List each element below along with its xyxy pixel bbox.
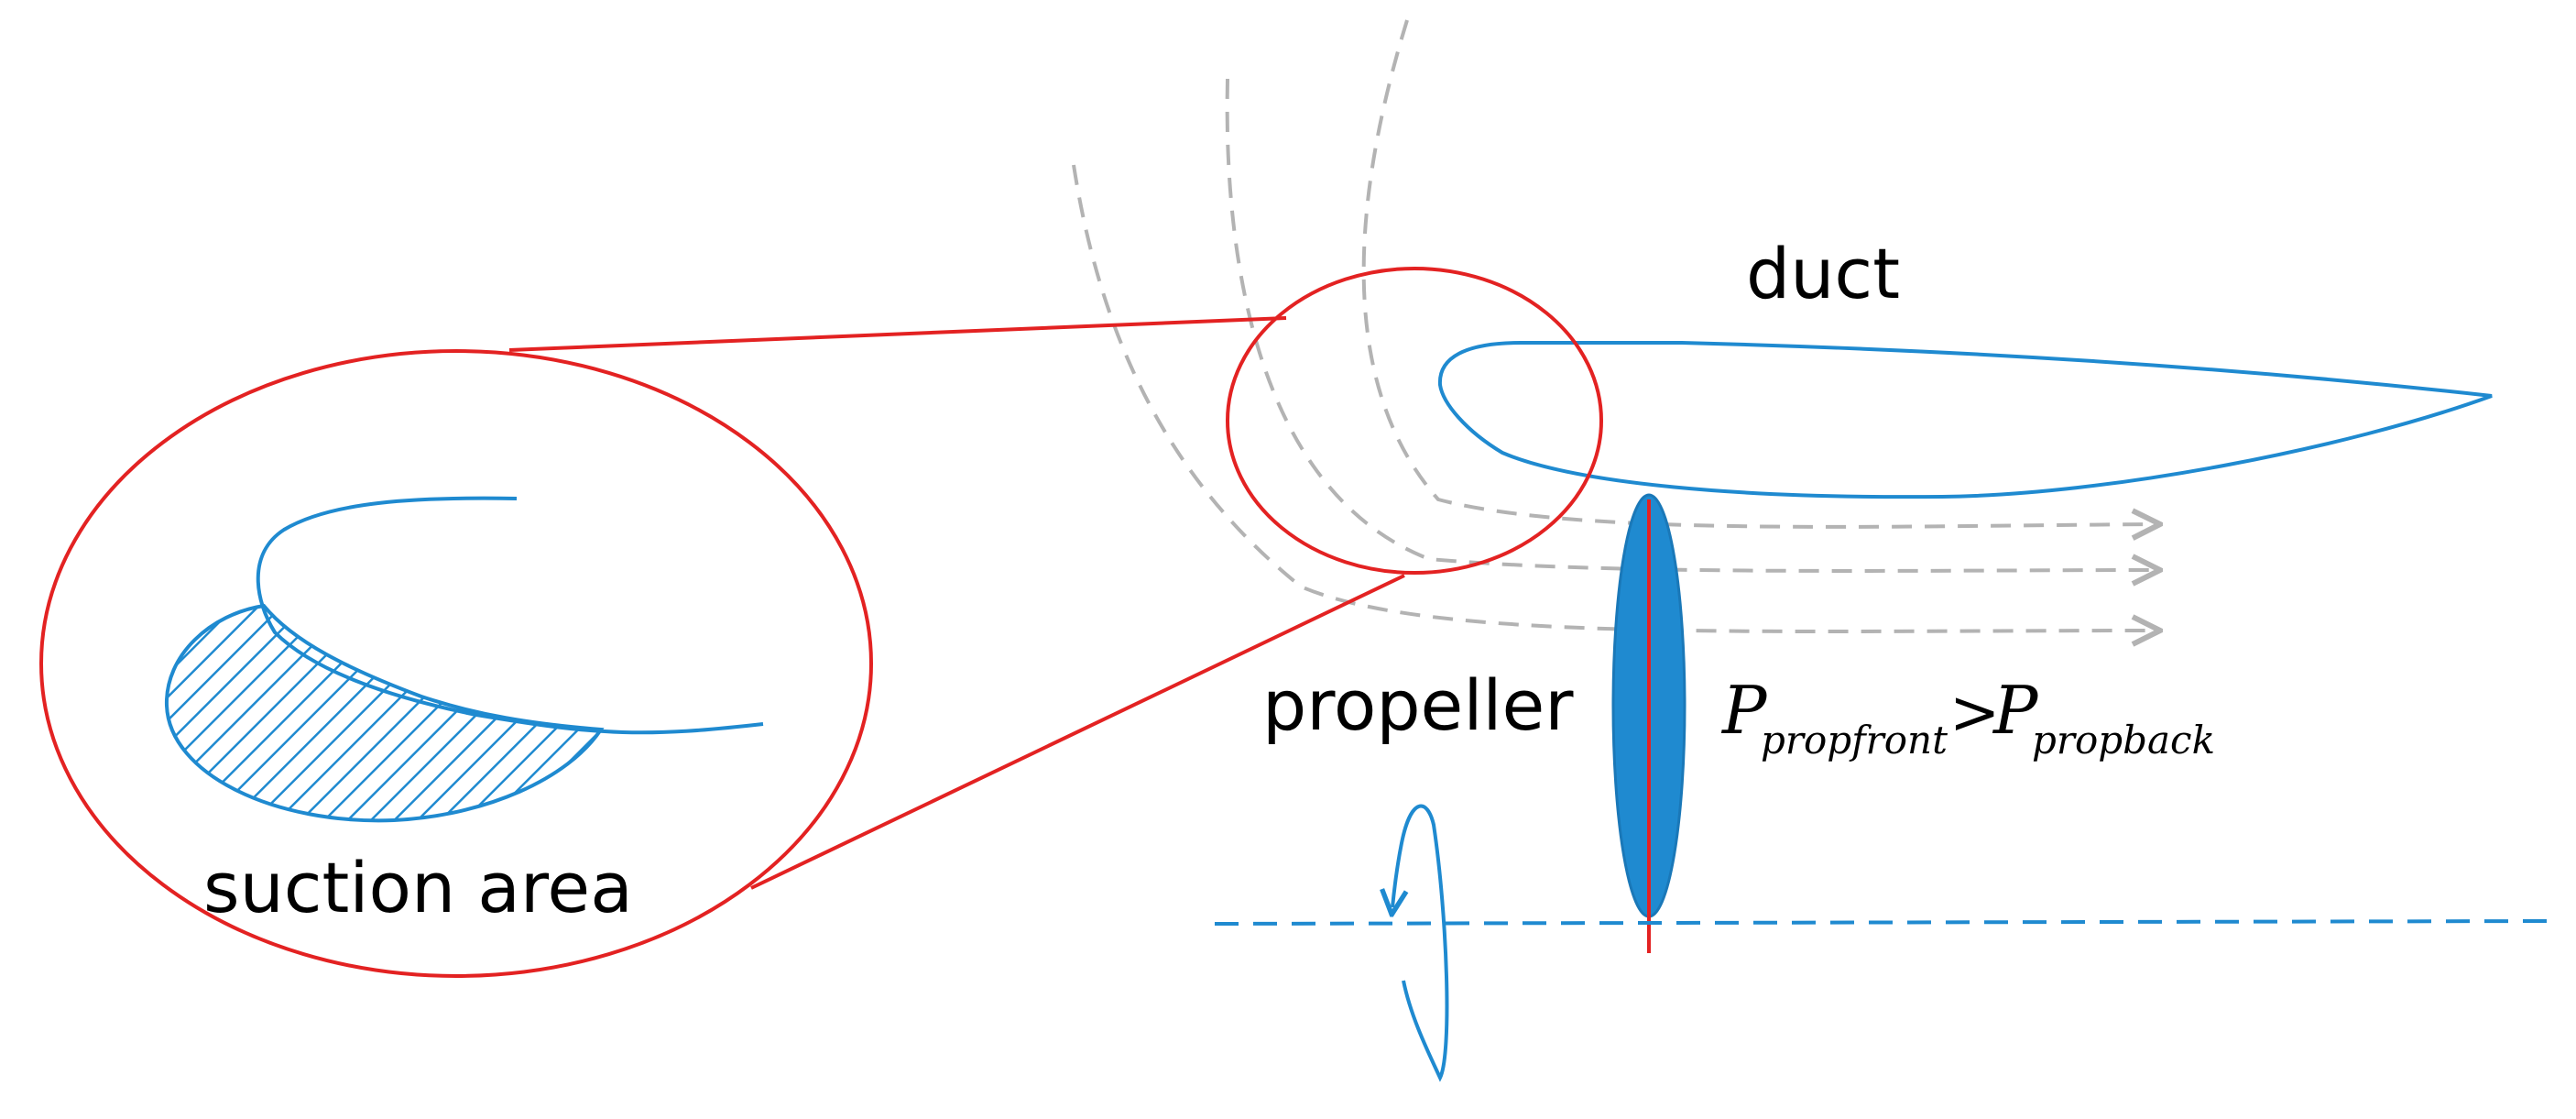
suction-area-hatch [164, 603, 605, 823]
zoom-detail-ellipse [39, 349, 873, 978]
streamline-middle [1225, 78, 2157, 571]
label-suction-area: suction area [203, 847, 633, 928]
callout-line-bottom [750, 574, 1405, 890]
duct-airfoil [1437, 341, 2493, 499]
callout-line-top [508, 316, 1287, 352]
streamline-outer [1072, 164, 2157, 631]
zoomed-airfoil-leading-edge [256, 496, 764, 735]
eq-left-symbol: P [1720, 672, 1768, 749]
eq-right-symbol: P [1992, 672, 2039, 749]
eq-operator: > [1949, 677, 2000, 748]
rotation-axis [1214, 919, 2548, 926]
eq-left-subscript: propfront [1761, 718, 1948, 762]
label-duct: duct [1746, 233, 1900, 314]
eq-right-subscript: propback [2032, 718, 2215, 762]
rotation-arrow-icon [1392, 804, 1449, 1082]
zoom-circle [1226, 267, 1603, 575]
streamlines [1072, 19, 2157, 631]
pressure-equation: P propfront > P propback [1720, 672, 2215, 762]
label-propeller: propeller [1262, 664, 1574, 746]
streamline-inner [1361, 19, 2157, 527]
